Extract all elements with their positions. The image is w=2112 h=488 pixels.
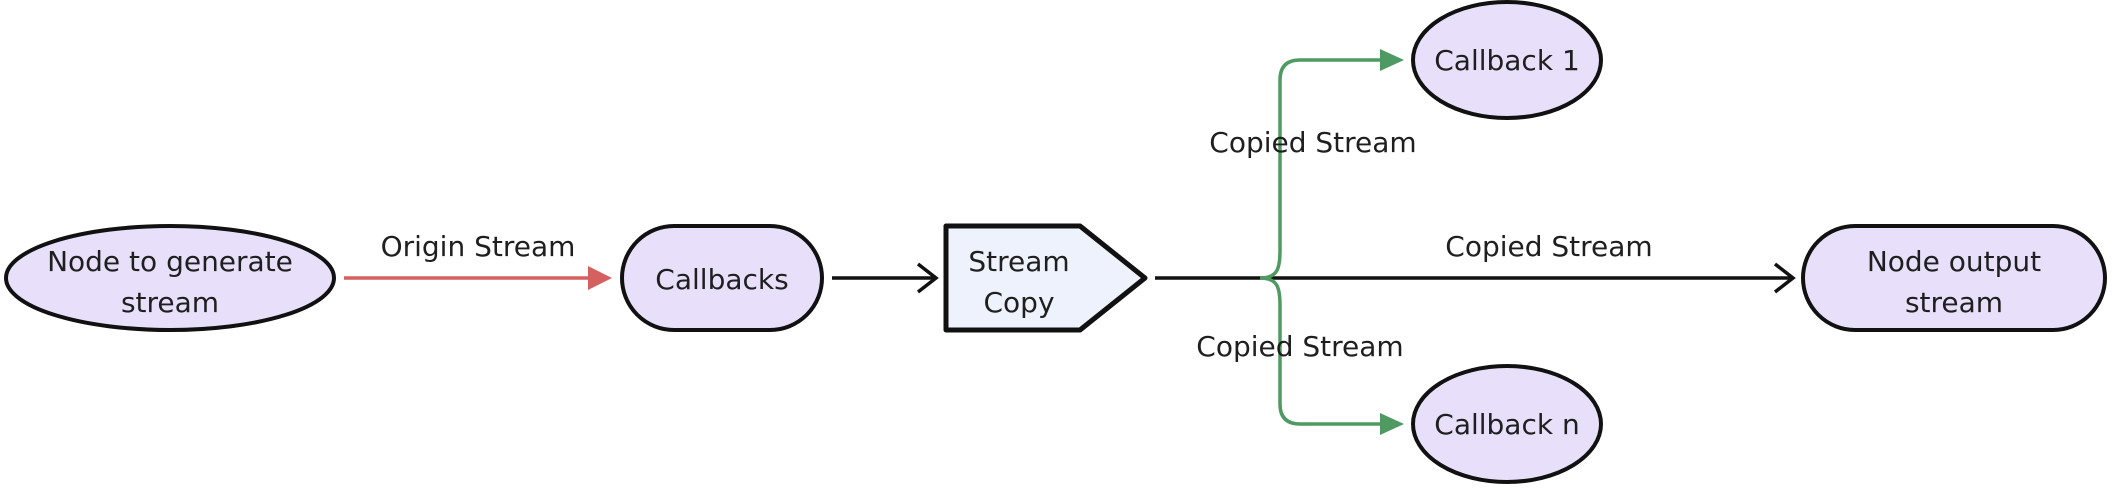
node-callback-n: Callback n xyxy=(1411,364,1603,484)
arrowhead-green xyxy=(1380,49,1404,71)
node-callback-1: Callback 1 xyxy=(1411,0,1603,120)
edge-origin-stream xyxy=(344,266,612,290)
node-callbacks: Callbacks xyxy=(620,224,824,332)
node-stream-copy: Stream Copy xyxy=(943,223,1148,333)
node-output-stream: Node output stream xyxy=(1801,224,2107,332)
node-stream-copy-line1: Stream xyxy=(968,245,1069,278)
node-output-stream-line1: Node output xyxy=(1867,245,2041,278)
edge-label-copied-top: Copied Stream xyxy=(1209,126,1416,159)
edge-label-origin-stream: Origin Stream xyxy=(381,230,576,263)
arrowhead-black xyxy=(916,262,939,294)
arrowhead-black xyxy=(1773,262,1796,294)
node-callback-1-label: Callback 1 xyxy=(1434,44,1580,77)
arrowhead-red xyxy=(588,266,612,290)
arrowhead-green xyxy=(1380,413,1404,435)
edge-copy-to-output xyxy=(1155,262,1796,294)
node-generate-stream-line1: Node to generate xyxy=(47,245,293,278)
edge-label-copied-bottom: Copied Stream xyxy=(1196,330,1403,363)
edge-copy-to-callback-1 xyxy=(1259,49,1404,280)
node-generate-stream: Node to generate stream xyxy=(4,224,336,332)
node-generate-stream-line2: stream xyxy=(121,286,219,319)
node-output-stream-line2: stream xyxy=(1905,286,2003,319)
node-callbacks-label: Callbacks xyxy=(655,263,788,296)
edge-copy-to-callback-n xyxy=(1259,276,1404,435)
node-callback-n-label: Callback n xyxy=(1434,408,1579,441)
edge-label-copied-main: Copied Stream xyxy=(1445,230,1652,263)
node-stream-copy-line2: Copy xyxy=(983,286,1054,319)
edge-callbacks-to-copy xyxy=(832,262,939,294)
